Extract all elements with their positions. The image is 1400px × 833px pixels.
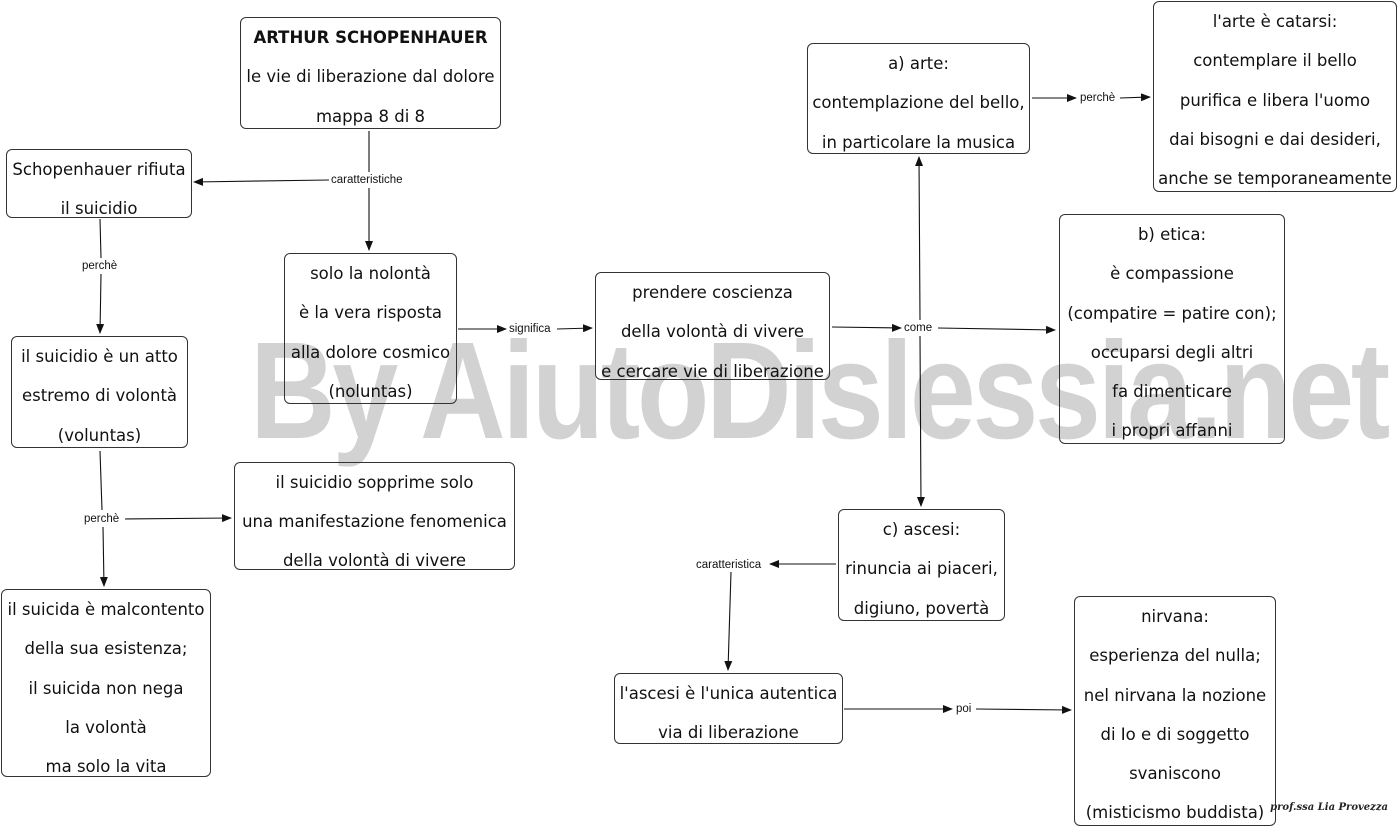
node-text: prendere coscienza bbox=[632, 283, 793, 302]
node-text: è la vera risposta bbox=[298, 303, 443, 323]
node-text: della volontà di vivere bbox=[282, 551, 467, 570]
node-text: è compassione bbox=[1110, 264, 1234, 284]
edge-label-perche: perchè bbox=[82, 512, 122, 526]
node-text: via di liberazione bbox=[658, 723, 799, 743]
node-text: e cercare vie di liberazione bbox=[601, 361, 824, 381]
node-arte: a) arte: contemplazione del bello, in pa… bbox=[807, 43, 1030, 154]
node-text: il suicida è malcontento bbox=[7, 600, 205, 619]
node-text: il suicidio bbox=[60, 199, 138, 219]
edge-label-perche: perchè bbox=[80, 259, 120, 273]
node-text: rinuncia ai piaceri, bbox=[845, 559, 998, 579]
node-text: b) etica: bbox=[1137, 225, 1207, 244]
node-ascesi-unica: l'ascesi è l'unica autentica via di libe… bbox=[614, 673, 843, 744]
node-text: fa dimenticare bbox=[1112, 382, 1232, 402]
node-text: anche se temporaneamente bbox=[1158, 169, 1392, 189]
node-text: di Io e di soggetto bbox=[1100, 724, 1250, 744]
node-title-heading: ARTHUR SCHOPENHAUER bbox=[253, 28, 488, 47]
node-text: c) ascesi: bbox=[882, 520, 961, 539]
node-text: della sua esistenza; bbox=[24, 639, 188, 659]
node-text: il suicidio è un atto bbox=[21, 347, 178, 366]
node-text: una manifestazione fenomenica bbox=[242, 512, 507, 531]
connector-line bbox=[556, 324, 593, 333]
node-text: i propri affanni bbox=[1111, 421, 1233, 441]
node-text: a) arte: bbox=[888, 54, 949, 73]
node-text: (compatire = patire con); bbox=[1067, 303, 1277, 323]
node-text: (noluntas) bbox=[328, 381, 413, 401]
node-text: svaniscono bbox=[1129, 764, 1221, 784]
edge-label-perche: perchè bbox=[1078, 91, 1118, 105]
node-ascesi: c) ascesi: rinuncia ai piaceri, digiuno,… bbox=[838, 509, 1005, 621]
node-text: esperienza del nulla; bbox=[1089, 646, 1261, 666]
edge-label-significa: significa bbox=[507, 322, 553, 336]
node-text: nirvana: bbox=[1141, 607, 1209, 626]
connector-line bbox=[724, 571, 733, 671]
edge-label-caratteristiche: caratteristiche bbox=[329, 173, 405, 187]
node-arte-catarsi: l'arte è catarsi: contemplare il bello p… bbox=[1153, 1, 1397, 192]
connector-line bbox=[96, 273, 105, 334]
edge-label-caratteristica: caratteristica bbox=[694, 558, 764, 572]
connector-line bbox=[915, 156, 924, 321]
node-text: ma solo la vita bbox=[45, 757, 167, 777]
node-text: estremo di volontà bbox=[21, 386, 178, 406]
watermark-text: By AiutoDislessia.net bbox=[250, 314, 1390, 468]
node-text: il suicidio sopprime solo bbox=[275, 473, 474, 492]
node-text: l'ascesi è l'unica autentica bbox=[619, 684, 838, 703]
node-text: dai bisogni e dai desideri, bbox=[1169, 129, 1381, 149]
node-text: Schopenhauer rifiuta bbox=[12, 160, 186, 179]
node-title: ARTHUR SCHOPENHAUER le vie di liberazion… bbox=[240, 17, 501, 129]
connector-line bbox=[124, 514, 232, 523]
connector-line bbox=[99, 450, 103, 511]
node-text: digiuno, povertà bbox=[853, 598, 990, 618]
node-text: occuparsi degli altri bbox=[1090, 342, 1254, 362]
node-nolonta: solo la nolontà è la vera risposta alla … bbox=[284, 253, 457, 404]
node-text: in particolare la musica bbox=[821, 132, 1016, 152]
connector-line bbox=[831, 323, 902, 332]
node-text: contemplazione del bello, bbox=[812, 93, 1025, 113]
node-title-subtitle: le vie di liberazione dal dolore bbox=[246, 67, 495, 87]
node-nirvana: nirvana: esperienza del nulla; nel nirva… bbox=[1074, 596, 1276, 826]
connector-line bbox=[937, 325, 1056, 334]
node-prendere-coscienza: prendere coscienza della volontà di vive… bbox=[595, 272, 830, 381]
connector-line bbox=[1119, 93, 1151, 102]
node-suicidio-atto: il suicidio è un atto estremo di volontà… bbox=[11, 336, 188, 448]
node-rifiuta-suicidio: Schopenhauer rifiuta il suicidio bbox=[6, 149, 192, 218]
connector-line bbox=[916, 335, 925, 507]
edge-label-come: come bbox=[902, 321, 935, 335]
author-signature: prof.ssa Lia Provezza bbox=[1270, 802, 1388, 813]
connector-line bbox=[975, 705, 1072, 714]
connector-line bbox=[99, 526, 108, 587]
node-text: (misticismo buddista) bbox=[1085, 803, 1265, 823]
node-text: solo la nolontà bbox=[310, 264, 431, 283]
node-title-map-number: mappa 8 di 8 bbox=[315, 106, 426, 126]
node-text: la volontà bbox=[65, 717, 147, 737]
node-etica: b) etica: è compassione (compatire = pat… bbox=[1059, 214, 1285, 444]
node-text: contemplare il bello bbox=[1193, 51, 1357, 71]
node-text: il suicida non nega bbox=[28, 678, 184, 698]
edge-label-poi: poi bbox=[954, 702, 974, 716]
node-text: l'arte è catarsi: bbox=[1212, 12, 1338, 31]
node-text: alla dolore cosmico bbox=[290, 342, 451, 362]
node-suicidio-sopprime: il suicidio sopprime solo una manifestaz… bbox=[234, 462, 515, 570]
connector-line bbox=[99, 218, 102, 259]
node-text: nel nirvana la nozione bbox=[1083, 685, 1267, 705]
node-text: della volontà di vivere bbox=[620, 322, 805, 342]
node-text: (voluntas) bbox=[57, 425, 142, 445]
node-suicida-malcontento: il suicida è malcontento della sua esist… bbox=[1, 589, 211, 777]
node-text: purifica e libera l'uomo bbox=[1179, 90, 1371, 110]
connector-line bbox=[193, 177, 330, 186]
